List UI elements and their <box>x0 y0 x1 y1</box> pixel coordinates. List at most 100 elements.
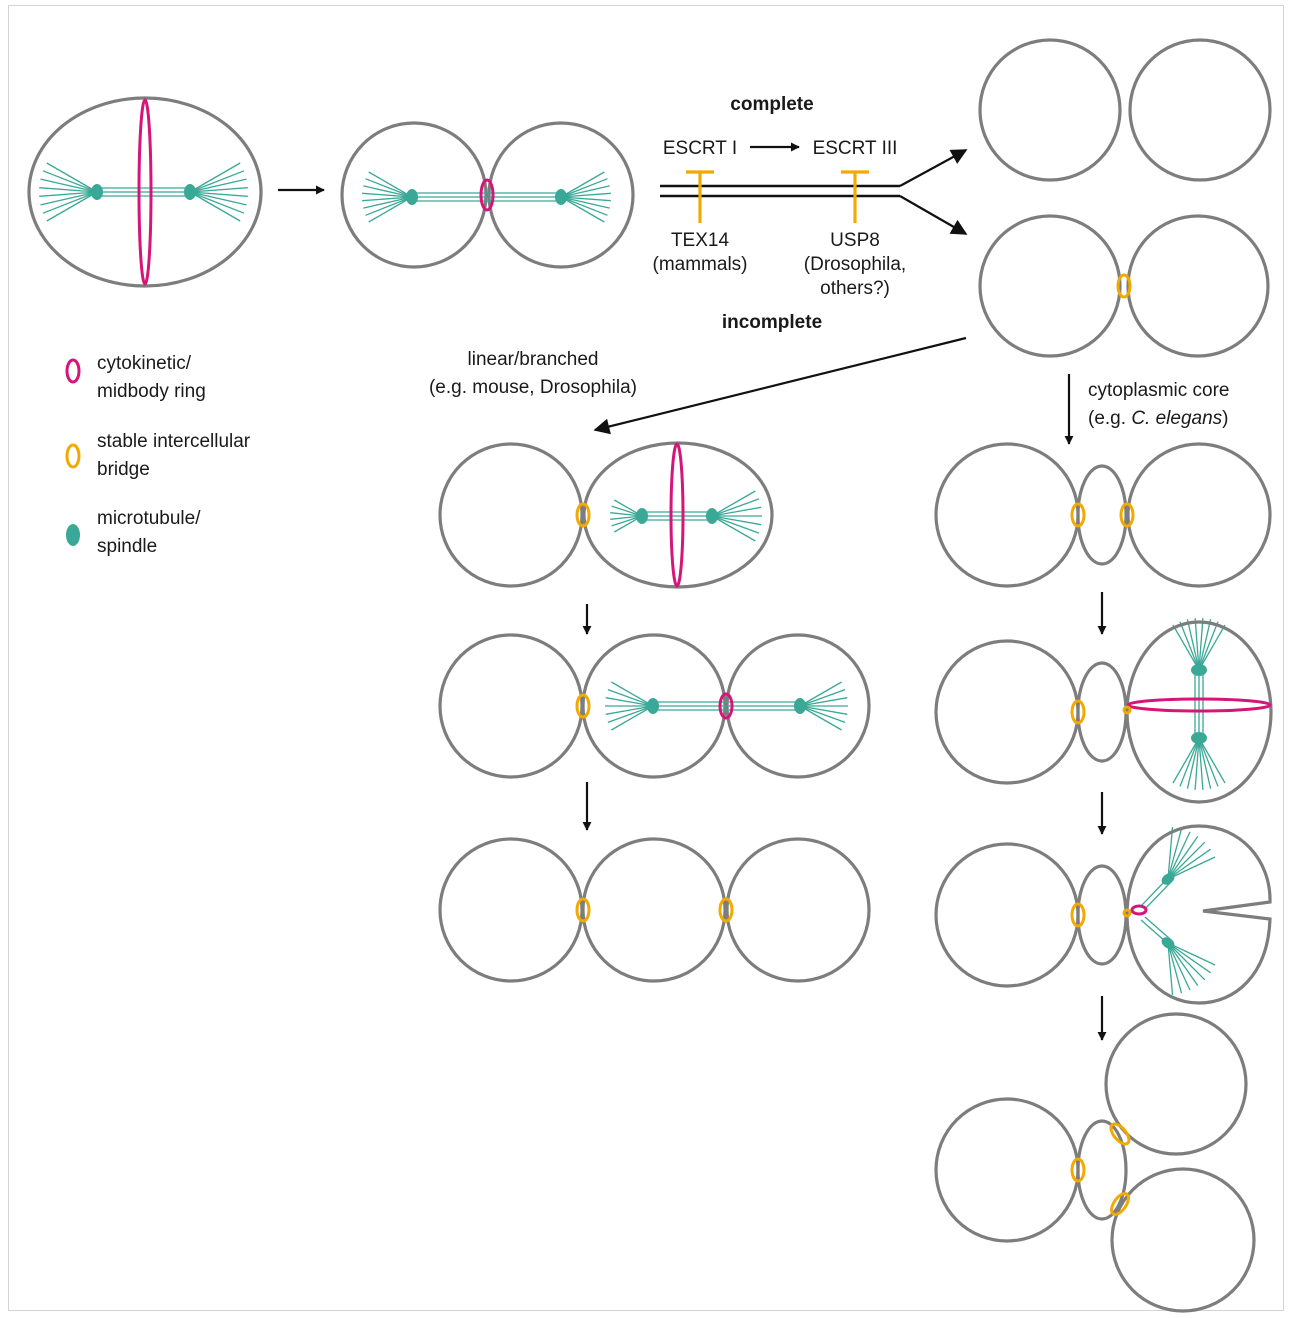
label-tex14: TEX14 <box>671 230 730 251</box>
astral-microtubule <box>1179 737 1200 787</box>
astral-microtubule <box>711 515 756 542</box>
label-escrt1: ESCRT I <box>663 138 737 159</box>
spindle-pole <box>636 508 648 524</box>
incomplete-daughters <box>978 214 1270 358</box>
astral-microtubule <box>46 191 98 222</box>
pathway-choice: complete ESCRT I ESCRT III TEX14 (mammal… <box>653 94 968 333</box>
intercellular-bridge <box>1119 502 1135 528</box>
legend-midbody-ring-icon <box>65 358 81 384</box>
astral-microtubule <box>1198 618 1204 671</box>
spindle <box>91 184 196 200</box>
cytokinetic-ring <box>669 442 685 588</box>
astral-microtubule <box>611 705 654 731</box>
cytoplasmic-core <box>1076 464 1128 566</box>
arrow-to-linear <box>593 336 967 435</box>
midbody-ring <box>718 692 734 720</box>
astral-microtubule <box>189 187 248 193</box>
intercellular-bridge <box>1116 273 1132 299</box>
astral-microtubule <box>40 178 98 193</box>
intercellular-bridge <box>1110 1192 1130 1216</box>
linear-stage-1 <box>438 441 774 589</box>
cell-outline <box>725 837 871 983</box>
spindle-pole <box>794 698 806 714</box>
spindle-pole <box>1191 732 1207 744</box>
cell-outline <box>978 38 1122 182</box>
astral-microtubule <box>365 178 413 198</box>
intercellular-bridge <box>1070 699 1086 725</box>
cell-outline <box>438 837 584 983</box>
astral-microtubule <box>1186 737 1200 789</box>
cell-outline <box>438 442 584 588</box>
legend-mt-line2: spindle <box>97 536 157 557</box>
astral-microtubule <box>605 705 654 715</box>
astral-microtubule <box>711 490 756 517</box>
complete-daughters <box>978 38 1272 182</box>
astral-microtubule <box>560 178 608 198</box>
spindle <box>1140 873 1175 949</box>
linear-stage-2 <box>438 633 871 779</box>
spindle <box>406 189 567 205</box>
astral-microtubule <box>799 681 842 707</box>
astral-microtubule <box>39 187 98 193</box>
cell-outline <box>934 442 1080 588</box>
dividing-cell-outline <box>1125 824 1272 1005</box>
legend-midbody-line2: midbody ring <box>97 381 206 402</box>
spindle-pole <box>555 189 567 205</box>
astral-microtubule <box>39 191 98 197</box>
label-escrt3: ESCRT III <box>813 138 898 159</box>
spindle <box>1191 664 1207 744</box>
astral-microtubule <box>368 171 413 198</box>
astral-microtubule <box>1167 827 1174 880</box>
astral-microtubule <box>560 171 605 198</box>
spindle-pole <box>647 698 659 714</box>
astral-microtubule <box>1167 841 1206 880</box>
cell-outline <box>934 639 1080 785</box>
label-linear-example: (e.g. mouse, Drosophila) <box>429 377 637 398</box>
astral-microtubule <box>1167 828 1183 880</box>
astral-microtubule <box>363 185 413 198</box>
label-usp8: USP8 <box>830 230 880 251</box>
astral-microtubule <box>799 705 842 731</box>
astral-microtubule <box>189 191 241 222</box>
astral-microtubule <box>362 192 413 198</box>
astral-microtubule <box>607 705 654 724</box>
cell-outline <box>582 441 774 589</box>
astral-microtubule <box>1198 621 1219 671</box>
spindle-pole <box>706 508 718 524</box>
cleaving-cell <box>340 121 635 269</box>
astral-microtubule <box>605 697 654 707</box>
intercellular-bridge-small <box>1122 908 1132 918</box>
legend: cytokinetic/ midbody ring stable interce… <box>65 353 251 557</box>
astral-microtubule <box>1186 619 1200 671</box>
arrow-to-complete <box>899 149 968 187</box>
astral-microtubule <box>1167 942 1174 995</box>
astral-microtubule <box>1167 831 1191 880</box>
astral-microtubule <box>1172 737 1200 784</box>
astral-microtubule <box>40 191 98 206</box>
cell-outline <box>934 842 1080 988</box>
astral-microtubule <box>1194 737 1200 790</box>
astral-microtubule <box>799 705 846 724</box>
astral-microtubule <box>1167 942 1191 991</box>
intercellular-bridge <box>718 897 734 923</box>
spindle-pole <box>1191 664 1207 676</box>
astral-microtubule <box>365 196 413 216</box>
spindle-pole <box>184 184 196 200</box>
label-core-title: cytoplasmic core <box>1088 380 1230 401</box>
astral-microtubule <box>1198 737 1212 789</box>
astral-microtubule <box>799 697 848 707</box>
intercellular-bridge <box>1070 1157 1086 1183</box>
usp8-inhibitor <box>841 170 869 223</box>
astral-microtubule <box>189 178 247 193</box>
figure-frame <box>8 5 1284 1311</box>
astral-microtubule <box>1167 942 1211 974</box>
astral-microtubule <box>1198 737 1219 787</box>
core-stage-2 <box>934 620 1273 804</box>
linear-stage-3 <box>438 837 871 983</box>
spindle-pole <box>1161 937 1175 949</box>
astral-microtubule <box>1179 621 1200 671</box>
dividing-cell <box>27 96 263 288</box>
astral-microtubule <box>711 506 762 517</box>
core-stage-1 <box>934 442 1272 588</box>
